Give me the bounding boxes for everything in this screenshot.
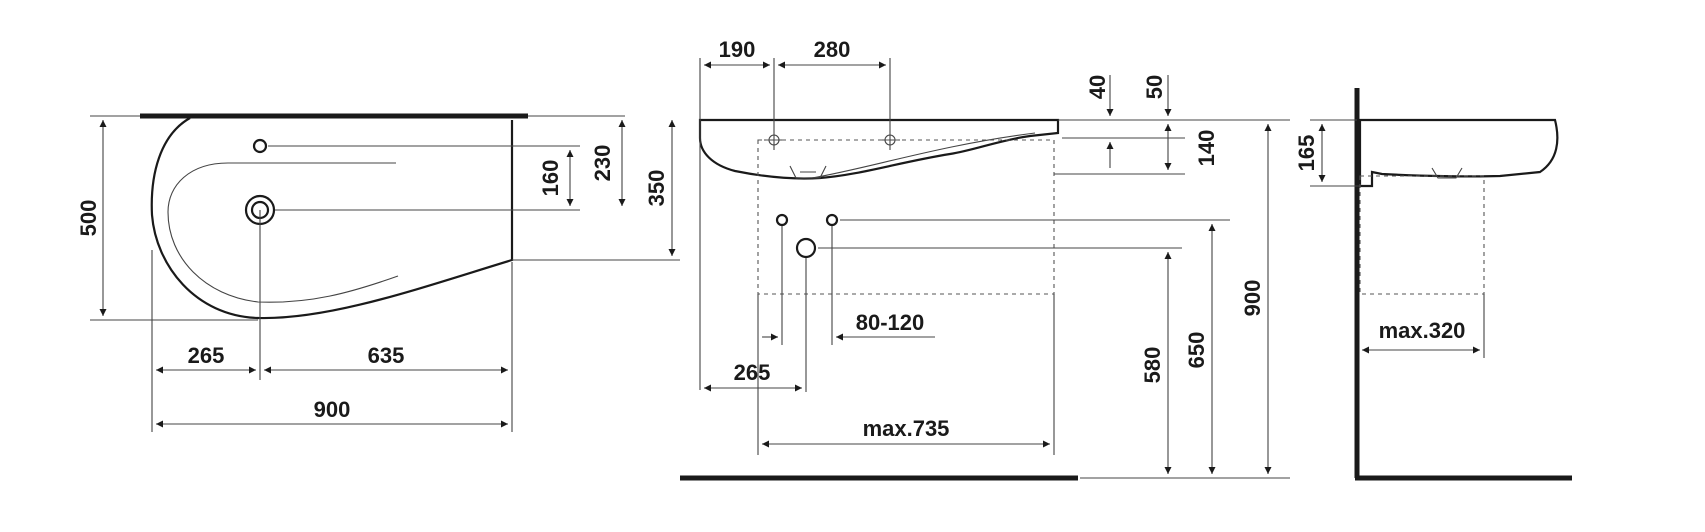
dim-bowl-depth: 165: [1294, 135, 1319, 172]
dim-max-width: max.735: [863, 416, 950, 441]
dim-overall-width: 900: [314, 397, 351, 422]
side-cabinet-outline: [1359, 175, 1485, 295]
basin-side-outline: [1358, 118, 1559, 188]
dim-waste-offset: 265: [734, 360, 771, 385]
dim-supply-spacing: 80-120: [856, 310, 925, 335]
basin-front-outline: [698, 118, 1060, 180]
dim-overflow-top: 40: [1085, 75, 1110, 99]
dim-back-to-front: 350: [644, 170, 669, 207]
dim-waste-height: 580: [1140, 347, 1165, 384]
waste-symbol: [789, 165, 827, 179]
tap-hole: [252, 138, 268, 154]
dim-max-depth: max.320: [1379, 318, 1466, 343]
supply-valve-left: [775, 213, 789, 227]
dim-supply-height: 650: [1184, 332, 1209, 369]
bowl-outline: [167, 162, 399, 303]
cabinet-outline: [757, 139, 1055, 295]
dim-rim-height-floor: 900: [1240, 280, 1265, 317]
dim-tap-to-waste: 160: [538, 160, 563, 197]
waste-pipe: [795, 237, 817, 259]
dim-waste-to-right: 635: [368, 343, 405, 368]
side-view: 165 max.320: [1294, 88, 1572, 481]
basin-inner-curve: [811, 132, 1036, 179]
front-view: 190 280 40 50 140 80-120 265 max.735 580…: [680, 37, 1290, 481]
plan-view: 500 160 230 350 265 635 900: [76, 113, 680, 432]
dim-tap-left-offset: 190: [719, 37, 756, 62]
dim-rim-height: 50: [1142, 75, 1167, 99]
basin-outline: [150, 117, 514, 320]
dim-left-to-waste: 265: [188, 343, 225, 368]
dim-bowl-height: 140: [1194, 130, 1219, 167]
dim-tap-spacing: 280: [814, 37, 851, 62]
dim-overall-depth: 500: [76, 200, 101, 237]
side-waste-symbol: [1431, 167, 1463, 179]
supply-valve-right: [825, 213, 839, 227]
dim-back-to-waste: 230: [590, 145, 615, 182]
